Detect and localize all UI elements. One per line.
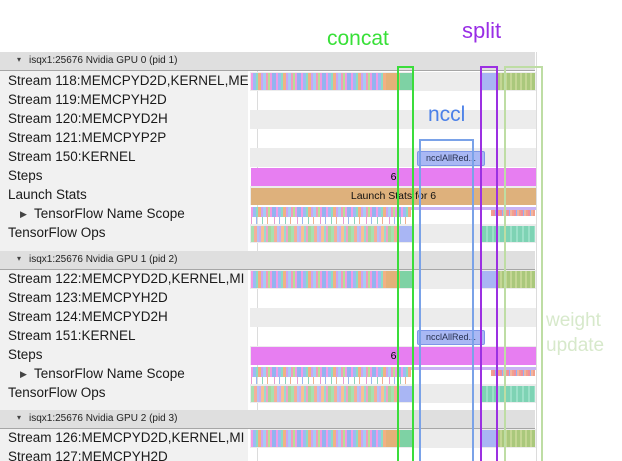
name-scope-events-dense[interactable] — [251, 367, 411, 377]
track-label[interactable]: Stream 127:MEMCPYH2D — [8, 449, 168, 461]
weight-update-events[interactable] — [497, 430, 535, 447]
tf-op-event[interactable] — [400, 386, 413, 402]
concat-annotation-label: concat — [327, 27, 389, 50]
row-stream-120: Stream 120:MEMCPYD2H — [0, 110, 622, 129]
collapse-icon[interactable]: ▾ — [17, 413, 22, 422]
row-stream-127: Stream 127:MEMCPYH2D — [0, 448, 622, 461]
memcpy-event[interactable] — [386, 73, 400, 90]
kernel-events-dense[interactable] — [251, 430, 386, 447]
row-stream-119: Stream 119:MEMCPYH2D — [0, 91, 622, 110]
section-header-gpu0[interactable]: ▾ isqx1:25676 Nvidia GPU 0 (pid 1) — [0, 52, 535, 71]
split-kernel-event[interactable] — [482, 73, 496, 90]
weight-update-highlight-box — [504, 66, 543, 461]
track-label[interactable]: TensorFlow Name Scope — [34, 366, 185, 381]
split-annotation-label: split — [462, 18, 502, 43]
expand-icon[interactable]: ▶ — [20, 209, 27, 219]
row-stream-121: Stream 121:MEMCPYP2P — [0, 129, 622, 148]
section-header-label: isqx1:25676 Nvidia GPU 0 (pid 1) — [29, 55, 178, 66]
concat-kernel-event[interactable] — [400, 430, 413, 447]
track-label[interactable]: Stream 126:MEMCPYD2D,KERNEL,MI — [8, 430, 245, 445]
track-label[interactable]: Stream 151:KERNEL — [8, 328, 136, 343]
concat-kernel-event[interactable] — [400, 73, 413, 90]
tf-op-event[interactable] — [400, 226, 413, 242]
row-name-scope-gpu1: ▶ TensorFlow Name Scope — [0, 365, 622, 384]
track-label[interactable]: Stream 119:MEMCPYH2D — [8, 92, 167, 107]
section-header-label: isqx1:25676 Nvidia GPU 1 (pid 2) — [29, 254, 178, 265]
track-label[interactable]: Stream 122:MEMCPYD2D,KERNEL,MI — [8, 271, 245, 286]
nccl-annotation-label: nccl — [428, 103, 466, 126]
nccl-allreduce-event[interactable]: ncclAllRed... — [417, 330, 485, 345]
tf-ops-events-dense[interactable] — [251, 226, 400, 242]
track-label[interactable]: Stream 124:MEMCPYD2H — [8, 309, 168, 324]
row-stream-124: Stream 124:MEMCPYD2H — [0, 308, 622, 327]
track-label[interactable]: TensorFlow Ops — [8, 385, 106, 400]
row-stream-123: Stream 123:MEMCPYH2D — [0, 289, 622, 308]
track-label[interactable]: Stream 118:MEMCPYD2D,KERNEL,ME — [8, 73, 248, 88]
weight-update-annotation-label: weight update — [546, 308, 604, 358]
row-background — [250, 308, 536, 327]
collapse-icon[interactable]: ▾ — [17, 55, 22, 64]
expand-icon[interactable]: ▶ — [20, 369, 27, 379]
launch-stats-event-bar[interactable]: Launch Stats for 6 — [251, 188, 536, 205]
split-kernel-event[interactable] — [482, 271, 496, 288]
split-highlight-box — [480, 66, 498, 461]
section-header-gpu2[interactable]: ▾ isqx1:25676 Nvidia GPU 2 (pid 3) — [0, 410, 535, 429]
name-scope-events-dense[interactable] — [251, 207, 411, 217]
row-stream-126: Stream 126:MEMCPYD2D,KERNEL,MI — [0, 429, 622, 448]
concat-highlight-box — [397, 66, 414, 461]
tf-ops-events-right[interactable] — [482, 386, 535, 402]
row-steps-gpu0: Steps 6 — [0, 167, 622, 186]
row-stream-150: Stream 150:KERNEL ncclAllRed... — [0, 148, 622, 167]
track-label[interactable]: Steps — [8, 168, 43, 183]
steps-event-bar[interactable]: 6 — [251, 168, 536, 186]
memcpy-event[interactable] — [386, 271, 400, 288]
split-kernel-event[interactable] — [482, 430, 496, 447]
timeline-gridline — [536, 52, 537, 461]
row-stream-118: Stream 118:MEMCPYD2D,KERNEL,ME — [0, 72, 622, 91]
track-label[interactable]: Stream 123:MEMCPYH2D — [8, 290, 168, 305]
name-scope-events-nested[interactable] — [251, 217, 411, 224]
name-scope-events-right[interactable] — [491, 370, 535, 376]
track-label[interactable]: Stream 120:MEMCPYD2H — [8, 111, 168, 126]
row-background — [250, 110, 536, 129]
memcpy-event[interactable] — [386, 430, 400, 447]
track-label[interactable]: TensorFlow Ops — [8, 225, 106, 240]
kernel-events-dense[interactable] — [251, 73, 386, 90]
row-name-scope-gpu0: ▶ TensorFlow Name Scope — [0, 205, 622, 224]
section-header-gpu1[interactable]: ▾ isqx1:25676 Nvidia GPU 1 (pid 2) — [0, 251, 535, 270]
collapse-icon[interactable]: ▾ — [17, 254, 22, 263]
weight-update-line2: update — [546, 335, 605, 356]
weight-update-events[interactable] — [497, 73, 535, 90]
name-scope-events-right[interactable] — [491, 210, 535, 216]
kernel-events-dense[interactable] — [251, 271, 386, 288]
row-stream-122: Stream 122:MEMCPYD2D,KERNEL,MI — [0, 270, 622, 289]
tf-ops-events-right[interactable] — [482, 226, 535, 242]
row-stream-151: Stream 151:KERNEL ncclAllRed... — [0, 327, 622, 346]
weight-update-line1: weight — [546, 310, 601, 331]
row-launch-stats: Launch Stats Launch Stats for 6 — [0, 186, 622, 205]
track-label[interactable]: Stream 150:KERNEL — [8, 149, 136, 164]
track-label[interactable]: Stream 121:MEMCPYP2P — [8, 130, 167, 145]
track-label[interactable]: Launch Stats — [8, 187, 87, 202]
steps-event-bar[interactable]: 6 — [251, 347, 536, 365]
row-tf-ops-gpu1: TensorFlow Ops — [0, 384, 622, 403]
row-steps-gpu1: Steps 6 — [0, 346, 622, 365]
track-label[interactable]: Steps — [8, 347, 43, 362]
nccl-highlight-box — [419, 139, 474, 461]
tf-ops-events-dense[interactable] — [251, 386, 400, 402]
section-header-label: isqx1:25676 Nvidia GPU 2 (pid 3) — [29, 413, 178, 424]
weight-update-events[interactable] — [497, 271, 535, 288]
row-tf-ops-gpu0: TensorFlow Ops — [0, 224, 622, 243]
track-label[interactable]: TensorFlow Name Scope — [34, 206, 185, 221]
nccl-allreduce-event[interactable]: ncclAllRed... — [417, 151, 485, 166]
concat-kernel-event[interactable] — [400, 271, 413, 288]
name-scope-events-nested[interactable] — [251, 377, 411, 384]
